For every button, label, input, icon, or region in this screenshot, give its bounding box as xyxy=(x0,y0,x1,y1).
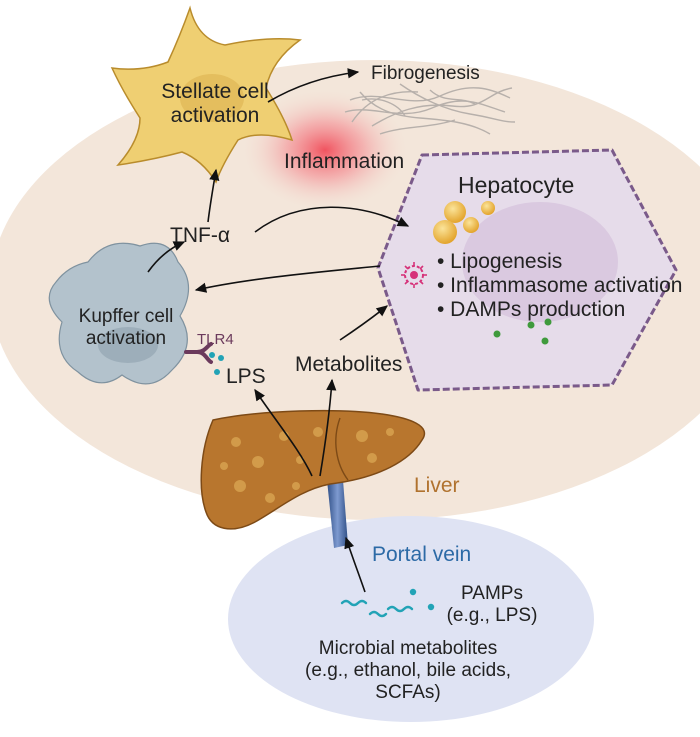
arrow-tnf-to-hepatocyte xyxy=(254,206,410,233)
portal-vein-label: Portal vein xyxy=(372,543,472,566)
microbial-label-line1: Microbial metabolites xyxy=(318,638,498,659)
pamps-label-line1: PAMPs xyxy=(461,583,523,604)
liver-fat-spots xyxy=(220,427,394,503)
hepatocyte-item-lipogenesis: • Lipogenesis xyxy=(437,250,563,273)
hepatocyte-item-damps: • DAMPs production xyxy=(437,298,626,321)
metabolites-label: Metabolites xyxy=(295,353,403,376)
arrows xyxy=(147,68,410,593)
liver-label: Liver xyxy=(414,474,460,497)
stellate-label-line1: Stellate cell xyxy=(161,80,269,103)
stellate-nucleus xyxy=(180,74,244,122)
stellate-label-line2: activation xyxy=(170,104,260,128)
tlr4-receptor xyxy=(184,342,213,364)
bacteria-squiggles xyxy=(340,599,414,618)
fibrogenesis-label: Fibrogenesis xyxy=(371,63,480,84)
pamps-dots xyxy=(409,588,435,611)
lipid-droplets xyxy=(433,201,495,244)
microbial-label-line2: (e.g., ethanol, bile acids, xyxy=(305,659,511,681)
kupffer-nucleus xyxy=(98,327,158,363)
gut-background xyxy=(228,516,594,722)
kupffer-label-line2: activation xyxy=(85,327,167,349)
inflammasome-icon xyxy=(401,262,427,288)
lps-label: LPS xyxy=(226,365,266,388)
arrow-metabolites-to-hepatocyte xyxy=(339,305,388,341)
arrow-kupffer-to-tnf xyxy=(147,241,186,273)
tnf-label: TNF-α xyxy=(170,224,230,247)
kupffer-label-line1: Kupffer cell xyxy=(78,306,174,327)
portal-vein xyxy=(327,480,348,548)
lps-dots xyxy=(209,352,224,375)
tlr4-label: TLR4 xyxy=(197,331,234,348)
arrow-tnf-to-stellate xyxy=(207,168,220,223)
microbial-label-line3: SCFAs) xyxy=(375,681,441,703)
pamps-label: PAMPs (e.g., LPS) xyxy=(436,583,548,627)
damps-dots xyxy=(493,318,552,345)
hepatocyte-nucleus xyxy=(462,202,618,322)
hepatocyte-item-inflammasome: • Inflammasome activation xyxy=(437,274,683,297)
kupffer-label: Kupffer cell activation xyxy=(62,306,190,350)
arrow-liver-to-lps xyxy=(254,388,313,477)
arrow-stellate-to-fibrogenesis xyxy=(267,68,360,103)
inflammation-label: Inflammation xyxy=(284,150,405,173)
hepatocyte-title: Hepatocyte xyxy=(458,172,575,198)
stellate-label: Stellate cell activation xyxy=(150,80,280,128)
arrow-hepatocyte-to-kupffer xyxy=(194,265,381,293)
microbial-label: Microbial metabolites (e.g., ethanol, bi… xyxy=(268,638,548,704)
liver-organ xyxy=(200,409,425,530)
arrow-liver-to-metabolites xyxy=(319,378,337,477)
pamps-label-line2: (e.g., LPS) xyxy=(446,604,538,626)
fibers-graphic xyxy=(344,83,516,135)
liver-lobe-divider xyxy=(335,417,349,481)
arrow-gut-to-portal-vein xyxy=(344,536,366,593)
